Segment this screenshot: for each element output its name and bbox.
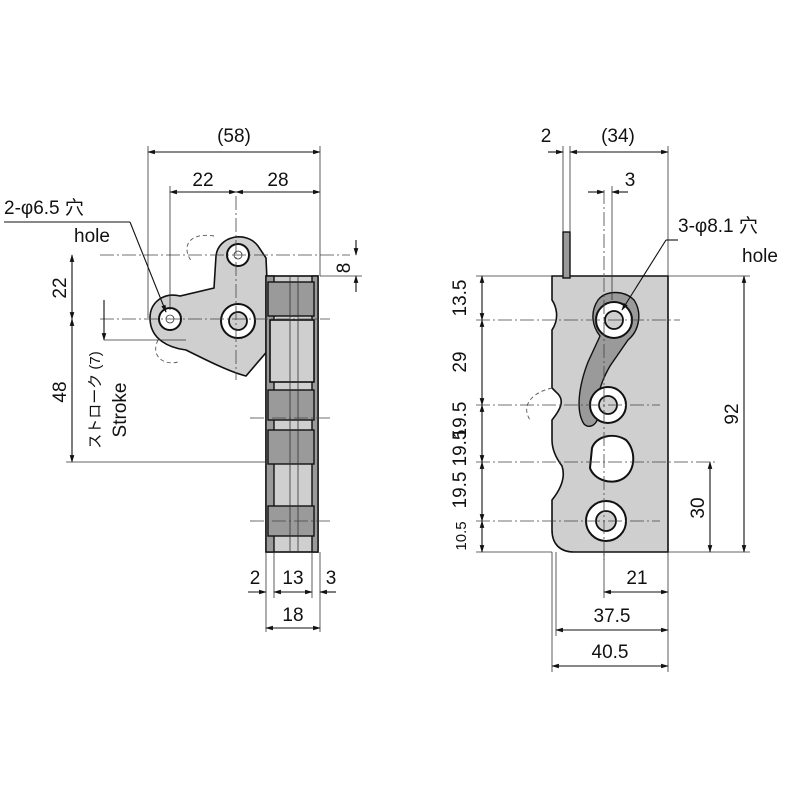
dim-48: 48 [50,381,71,402]
dim-22-top: 22 [192,170,213,191]
dim-19-5-c: 19.5 [450,472,471,509]
dim-13-5: 13.5 [450,280,471,317]
dim-92: 92 [722,403,743,424]
dim-37-5: 37.5 [594,606,631,627]
dim-29: 29 [450,351,471,372]
catch-slot [588,434,635,483]
latch-rivet-3 [267,429,315,465]
right-view: 2 (34) 3 3-φ8.1 穴 hole 13.5 29 19.5 19.5… [450,126,778,672]
hole-callout-left-en: hole [74,226,110,247]
dim-28-top: 28 [267,170,288,191]
dim-10-5: 10.5 [453,521,470,550]
dim-13-bottom: 13 [282,568,303,589]
dim-18: 18 [282,605,303,626]
stroke-label-jp: ストローク (7) [87,351,104,449]
latch-rivet-2 [267,389,315,421]
top-pin [562,231,571,279]
rotor-dashed-arc [526,387,553,421]
stroke-arc-lower [155,339,179,364]
dim-30: 30 [688,497,709,518]
stroke-arc [186,234,215,263]
hole-callout-right: 3-φ8.1 穴 [678,215,758,237]
dim-21: 21 [626,568,647,589]
left-view: (58) 22 28 2-φ6.5 穴 hole 8 22 48 ストローク (… [4,126,362,632]
hole-callout-left: 2-φ6.5 穴 [4,197,84,219]
lever-plate [149,236,271,377]
lever-pivot-inner [228,311,248,331]
latch-rivet-1 [267,281,315,317]
dim-22-left: 22 [50,277,71,298]
latch-block [269,319,315,383]
dim-19-5-a: 19.5 [450,402,471,439]
stroke-label-en: Stroke [110,383,131,438]
dim-34: (34) [601,126,635,147]
dim-58: (58) [217,126,251,147]
dim-2-top: 2 [541,126,552,147]
dim-40-5: 40.5 [592,642,629,663]
dim-3-bottom: 3 [326,568,337,589]
hole-callout-right-en: hole [742,246,778,267]
dim-3-top: 3 [625,170,636,191]
dim-2-bottom: 2 [250,568,261,589]
dim-19-5-b: 19.5 [450,430,471,467]
dim-8: 8 [334,263,355,274]
